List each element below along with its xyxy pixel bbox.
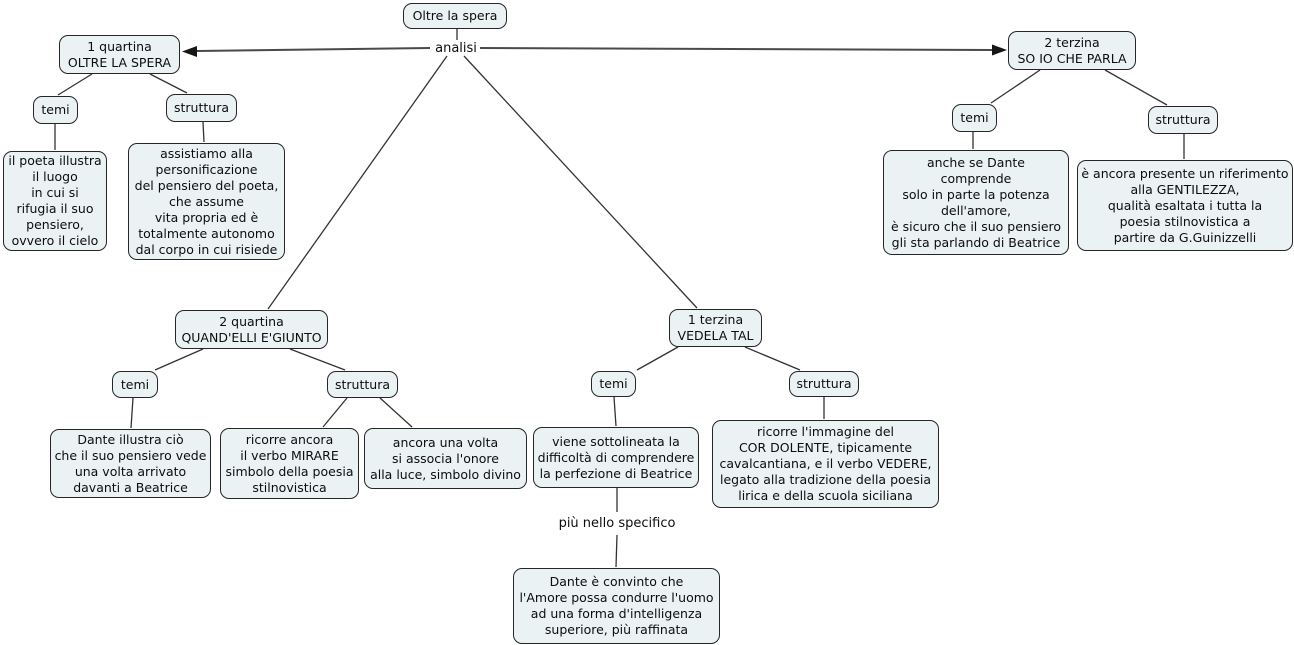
quartina2-temi-note-node[interactable]: Dante illustra ciò che il suo pensiero v…: [50, 429, 211, 498]
quartina1-struttura-note-node[interactable]: assistiamo alla personificazione del pen…: [128, 143, 285, 260]
connector-terzina1-temi: [636, 346, 679, 371]
connector-quartina2-struttura: [289, 348, 346, 371]
terzina1-struttura-note-node[interactable]: ricorre l'immagine del COR DOLENTE, tipi…: [712, 420, 939, 508]
root-node[interactable]: Oltre la spera: [403, 3, 507, 29]
terzina1-detail-note-node[interactable]: Dante è convinto che l'Amore possa condu…: [513, 568, 720, 644]
quartina2-node[interactable]: 2 quartina QUAND'ELLI E'GIUNTO: [175, 310, 328, 349]
arrowhead-right-icon: [992, 44, 1007, 56]
terzina2-struttura-node[interactable]: struttura: [1148, 106, 1218, 134]
connector-detail-label-detail-note: [615, 534, 618, 568]
terzina2-temi-note-node[interactable]: anche se Dante comprende solo in parte l…: [883, 150, 1069, 255]
connector-terzina2-temi: [990, 69, 1041, 104]
arrowhead-left-icon: [182, 46, 197, 57]
quartina2-temi-node[interactable]: temi: [112, 371, 158, 398]
link-label-piu-nello-specifico[interactable]: più nello specifico: [558, 515, 676, 531]
quartina1-node[interactable]: 1 quartina OLTRE LA SPERA: [59, 35, 180, 74]
connector-quartina2-temi: [154, 348, 204, 371]
terzina1-temi-note-node[interactable]: viene sottolineata la difficoltà di comp…: [533, 427, 699, 488]
connector-analisi-quartina2: [267, 55, 448, 310]
connector-terzina2-struttura: [1104, 69, 1168, 106]
connector-quartina2-struttura-note2: [379, 397, 413, 428]
quartina2-struttura-note2-node[interactable]: ancora una volta si associa l'onore alla…: [364, 428, 527, 489]
quartina1-temi-node[interactable]: temi: [33, 96, 78, 124]
connector-analisi-quartina1: [196, 47, 431, 52]
connector-quartina1-temi: [57, 73, 93, 96]
terzina2-temi-node[interactable]: temi: [952, 104, 997, 132]
terzina2-node[interactable]: 2 terzina SO IO CHE PARLA: [1008, 31, 1136, 70]
quartina2-struttura-note1-node[interactable]: ricorre ancora il verbo MIRARE simbolo d…: [220, 428, 359, 499]
connector-quartina2-temi-note: [130, 397, 134, 429]
quartina2-struttura-node[interactable]: struttura: [327, 371, 398, 398]
connector-terzina1-temi-note: [613, 396, 617, 427]
connector-terzina1-struttura: [744, 346, 801, 371]
quartina1-struttura-node[interactable]: struttura: [166, 94, 237, 122]
link-label-analisi[interactable]: analisi: [435, 40, 477, 56]
connector-quartina2-struttura-note1: [322, 397, 348, 428]
connector-analisi-terzina2: [479, 47, 993, 51]
terzina2-struttura-note-node[interactable]: è ancora presente un riferimento alla GE…: [1077, 160, 1293, 251]
quartina1-temi-note-node[interactable]: il poeta illustra il luogo in cui si rif…: [3, 151, 107, 251]
connector-analisi-terzina1: [463, 55, 698, 309]
connector-quartina1-struttura: [149, 73, 188, 94]
terzina1-temi-node[interactable]: temi: [591, 371, 636, 397]
terzina1-struttura-node[interactable]: struttura: [789, 371, 859, 397]
connector-quartina1-struttura-note: [202, 121, 205, 143]
terzina1-node[interactable]: 1 terzina VEDELA TAL: [669, 309, 762, 347]
